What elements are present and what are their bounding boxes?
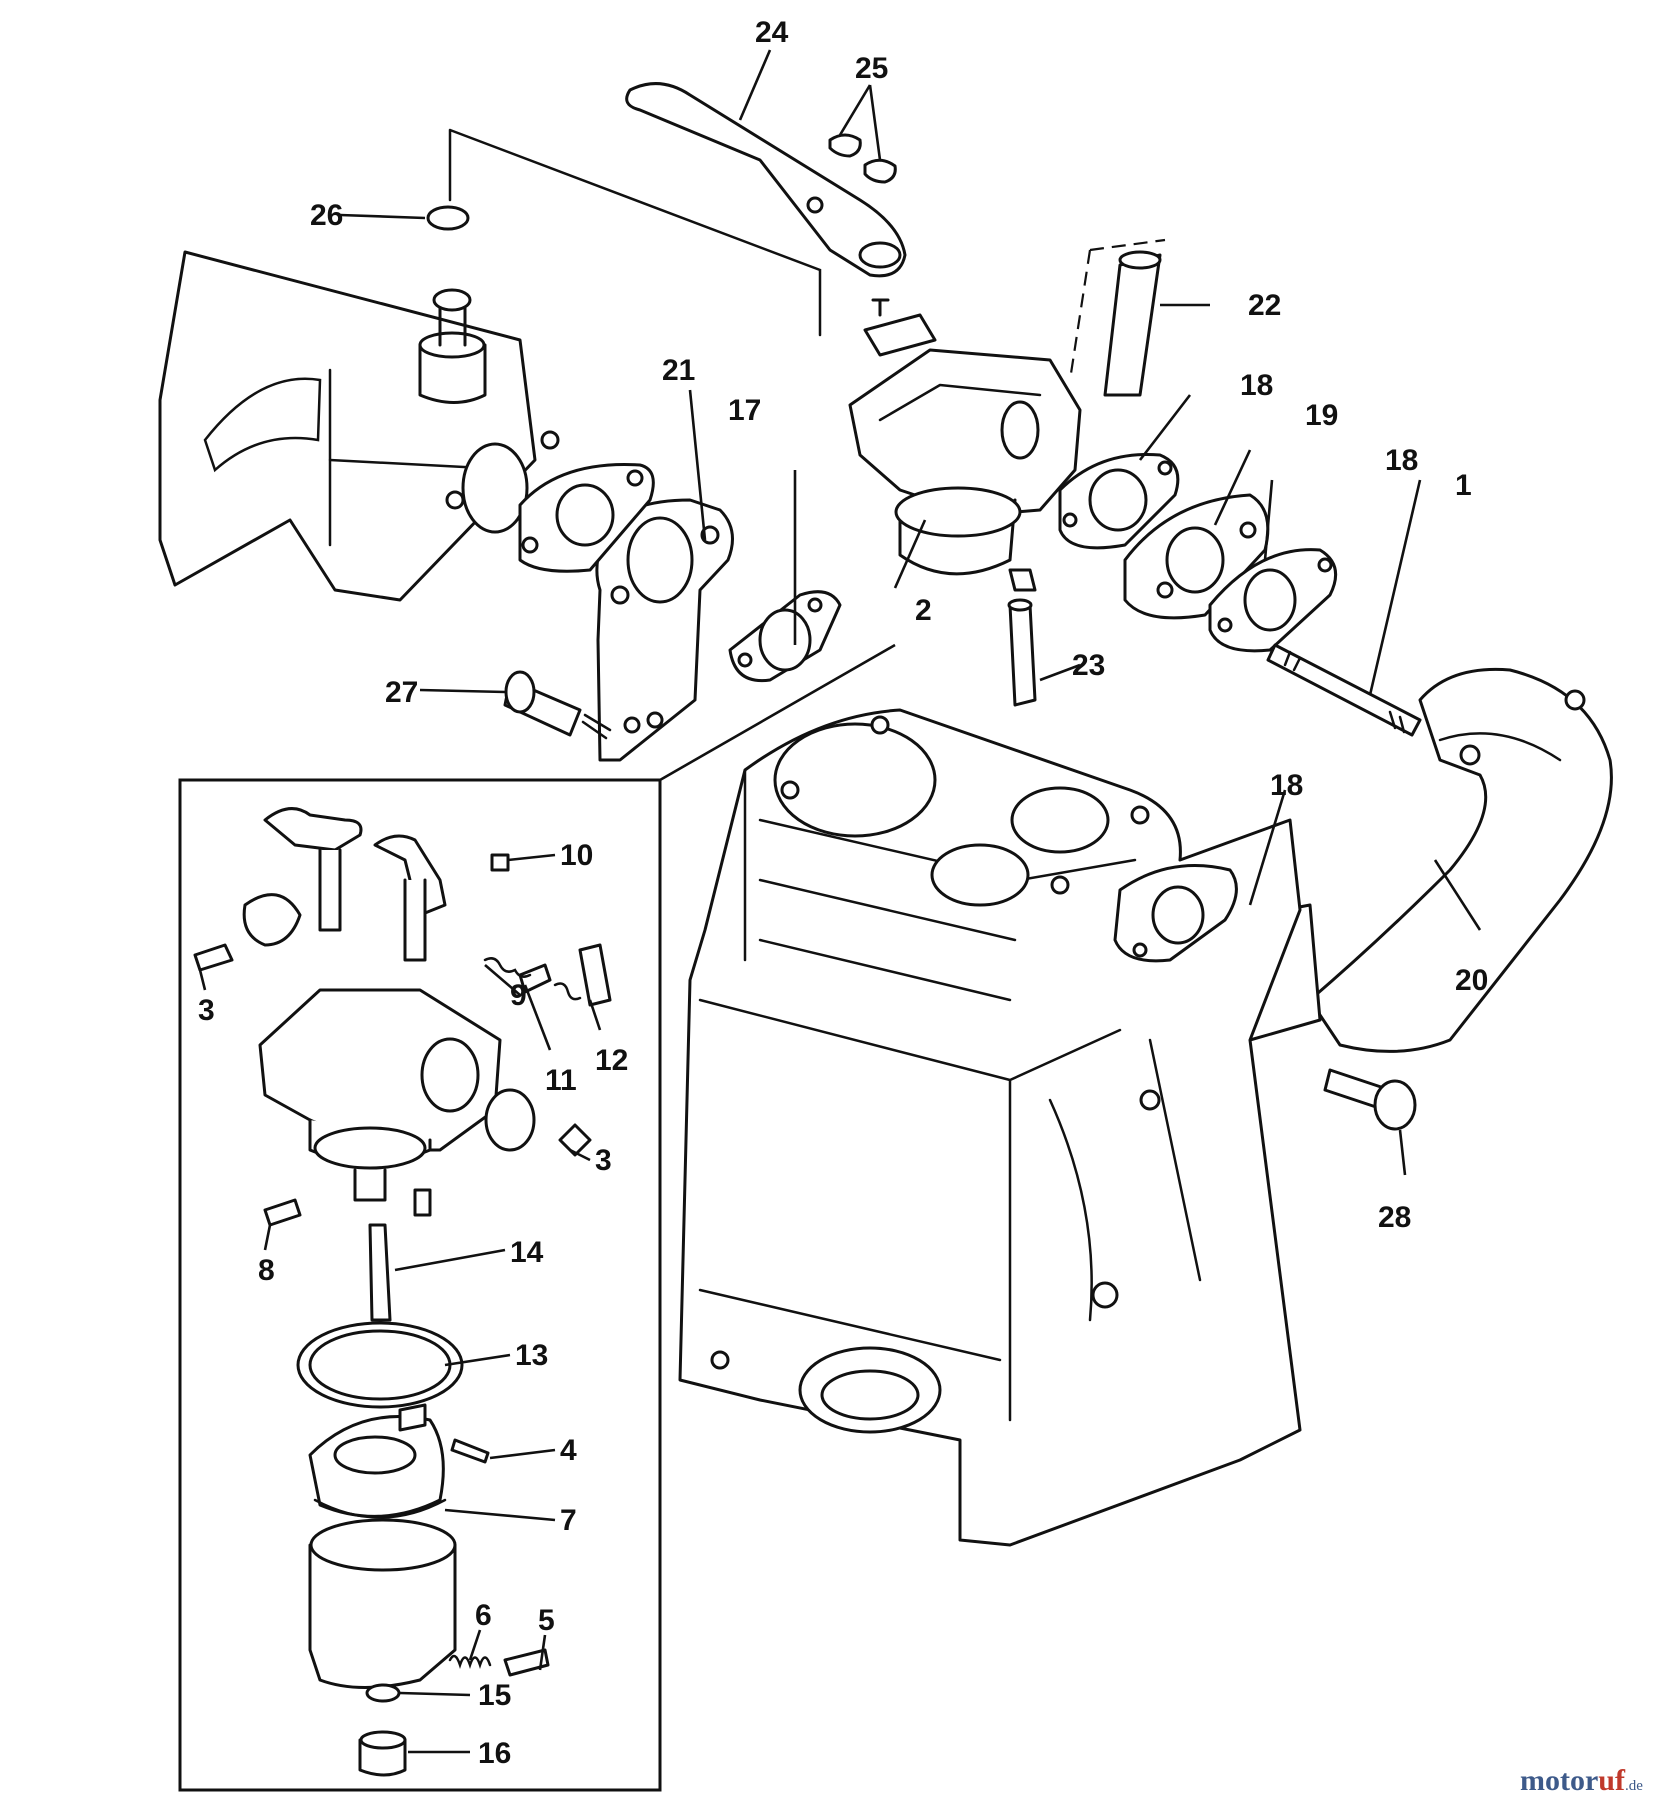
callout-16: 16 [478, 1737, 511, 1770]
tube-22 [1068, 238, 1166, 397]
cylinder-block [678, 708, 1302, 1547]
float-7 [308, 1403, 447, 1519]
detail-inset-frame [178, 778, 662, 1792]
callout-19: 19 [1305, 399, 1338, 432]
watermark-suffix: .de [1625, 1778, 1643, 1794]
callout-17: 17 [728, 394, 761, 427]
callout-27: 27 [385, 676, 418, 709]
throttle-shaft-parts [242, 807, 447, 962]
callout-numbers: 1 2 3 3 4 5 6 7 8 9 10 11 12 13 14 15 16… [198, 16, 1488, 1770]
callout-4: 4 [560, 1434, 577, 1467]
callout-28: 28 [1378, 1201, 1411, 1234]
callout-8: 8 [258, 1254, 275, 1287]
stud-1 [1266, 643, 1422, 737]
callout-24: 24 [755, 16, 789, 49]
assembly-guide-line [448, 128, 822, 337]
callout-leaders [198, 49, 1482, 1754]
float-pin-4 [450, 1438, 490, 1464]
callout-6: 6 [475, 1599, 492, 1632]
spacer-19 [1123, 493, 1270, 620]
screw-5 [503, 1648, 550, 1677]
drain-bolt-16 [358, 1730, 407, 1777]
inset-connector [659, 643, 896, 782]
throttle-link-24 [625, 82, 907, 278]
callout-25: 25 [855, 52, 888, 85]
callout-21: 21 [662, 354, 695, 387]
callout-15: 15 [478, 1679, 511, 1712]
watermark-uf: uf [1598, 1764, 1626, 1797]
callout-10: 10 [560, 839, 593, 872]
callout-18-right: 18 [1385, 444, 1418, 477]
callout-3-upper: 3 [198, 994, 215, 1027]
svg-text:motoruf.de: motoruf.de [1520, 1764, 1643, 1797]
air-cleaner-housing [158, 250, 560, 602]
callout-22: 22 [1248, 289, 1281, 322]
callout-1: 1 [1455, 469, 1472, 502]
callout-23: 23 [1072, 649, 1105, 682]
callout-2: 2 [915, 594, 932, 627]
inset-screws [193, 853, 612, 1227]
spring-6 [448, 1654, 492, 1669]
emulsion-tube-14 [368, 1223, 392, 1322]
callout-20: 20 [1455, 964, 1488, 997]
callout-18-upper: 18 [1240, 369, 1273, 402]
watermark-motor: motor [1520, 1764, 1598, 1797]
callout-12: 12 [595, 1044, 628, 1077]
washer-15 [365, 1683, 401, 1703]
callout-7: 7 [560, 1504, 577, 1537]
callout-9: 9 [510, 979, 527, 1012]
callout-3-lower: 3 [595, 1144, 612, 1177]
gasket-18-right [1208, 548, 1338, 653]
bolt-27 [503, 670, 612, 740]
gasket-17 [728, 590, 842, 683]
washer-26 [426, 205, 470, 231]
bolt-28 [1323, 1068, 1417, 1131]
callout-14: 14 [510, 1236, 544, 1269]
watermark: motoruf.de [1520, 1764, 1643, 1797]
gasket-18-block [1113, 864, 1238, 963]
float-bowl [308, 1518, 457, 1689]
callout-26: 26 [310, 199, 343, 232]
pin-23 [1007, 598, 1037, 707]
clips-25 [828, 133, 897, 184]
carburetor-assembled [848, 298, 1082, 592]
gasket-18-upper [1058, 452, 1180, 550]
callout-5: 5 [538, 1604, 555, 1637]
carburetor-body-inset [258, 988, 536, 1217]
o-ring-13 [296, 1321, 464, 1409]
callout-11: 11 [545, 1064, 577, 1097]
gasket-upper-left [518, 463, 655, 573]
callout-13: 13 [515, 1339, 548, 1372]
callout-18-block: 18 [1270, 769, 1303, 802]
gasket-21-bracket [595, 498, 734, 762]
